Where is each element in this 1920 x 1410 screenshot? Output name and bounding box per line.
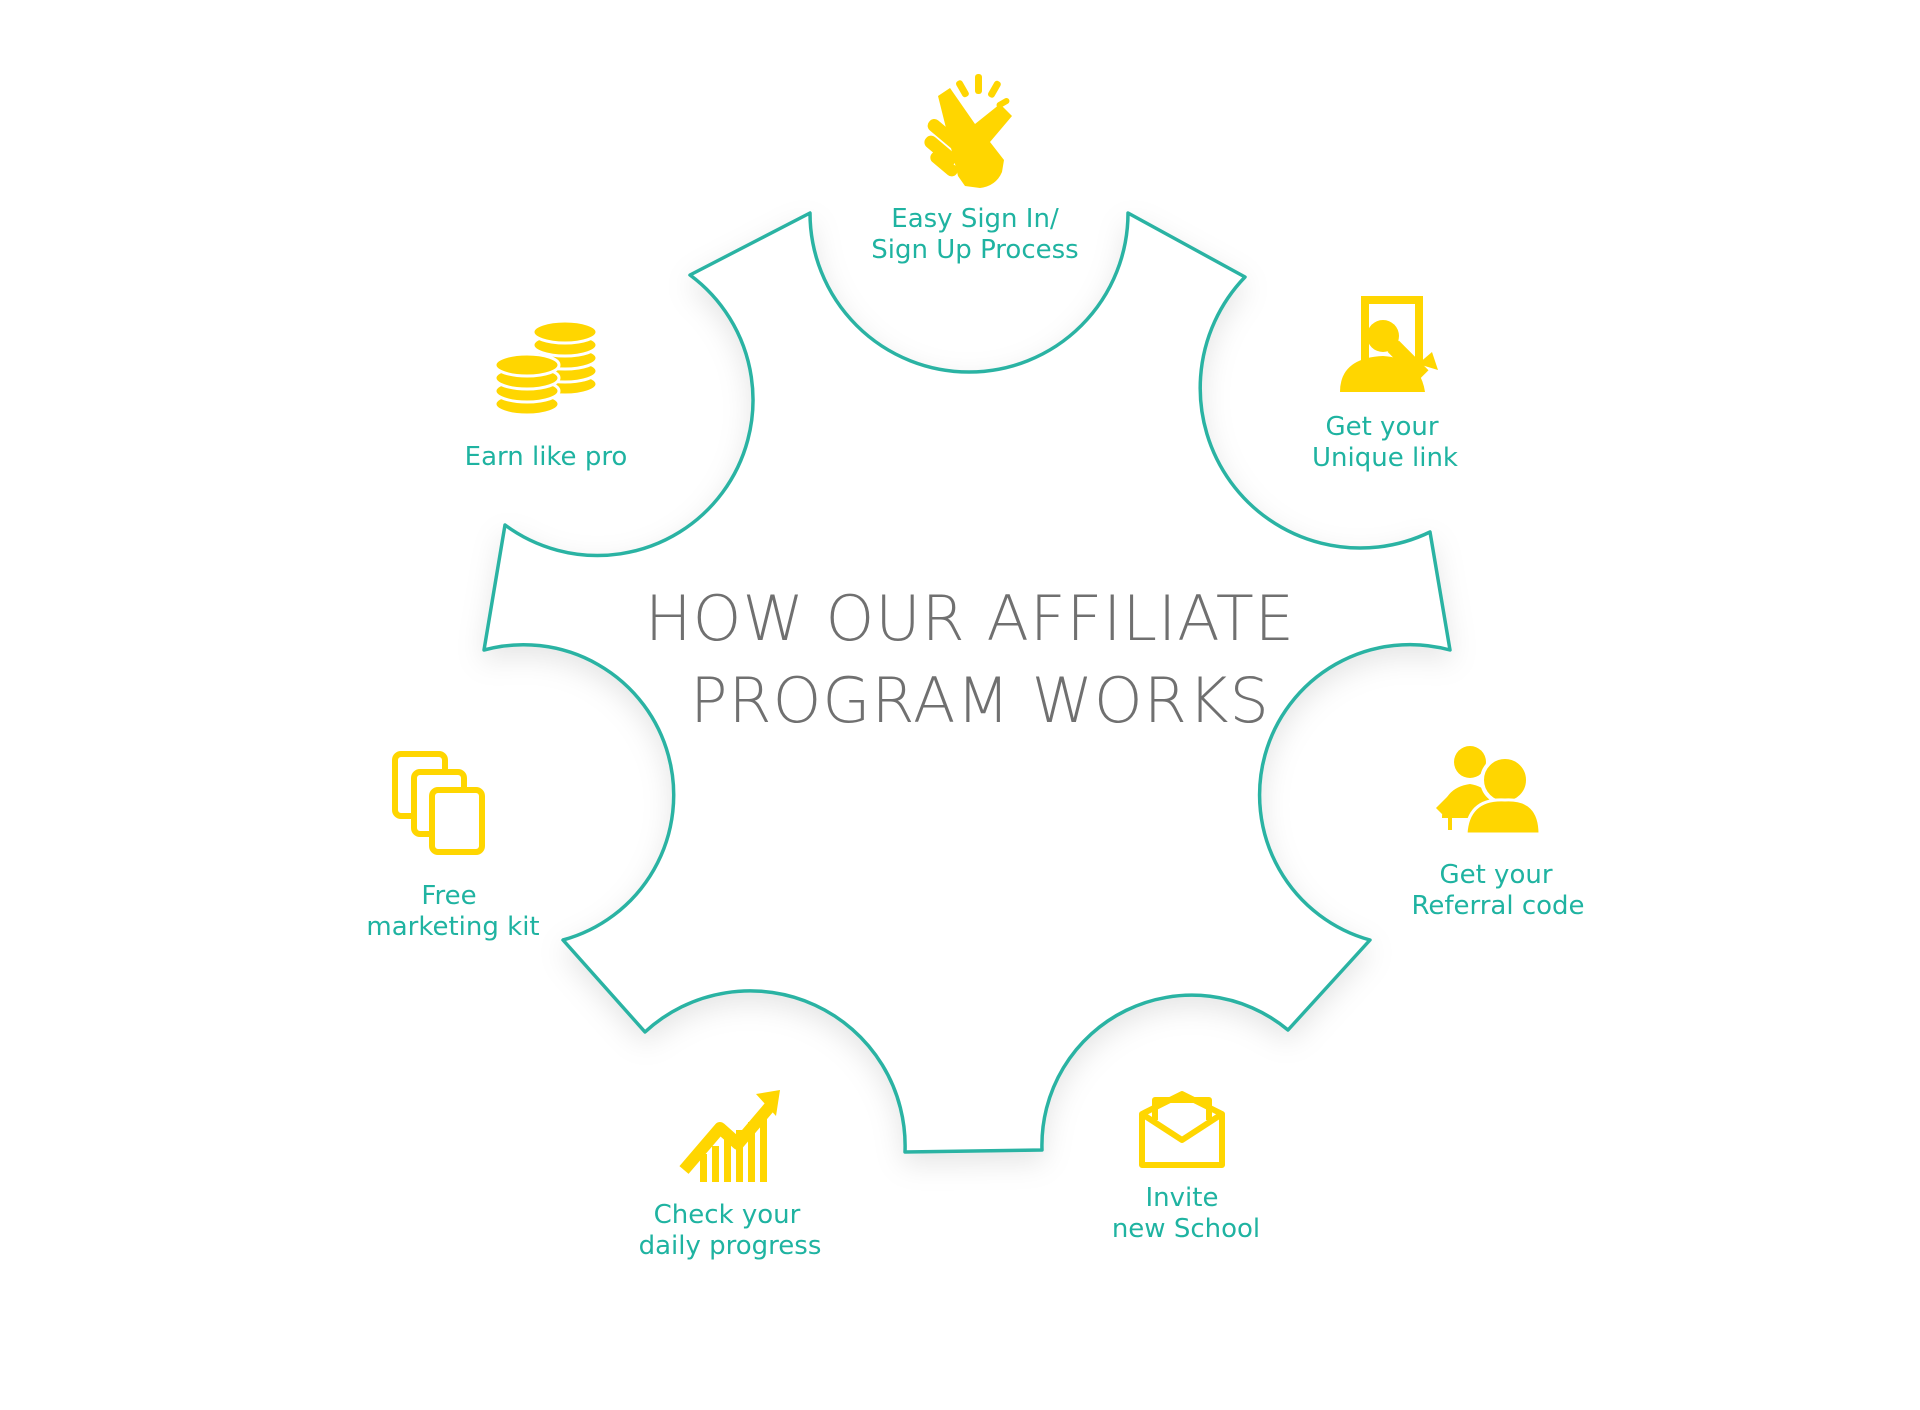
growth-chart-icon — [679, 1090, 780, 1182]
step-referral-code-line2: Referral code — [1411, 891, 1584, 921]
step-referral-code-line1: Get your — [1439, 860, 1552, 890]
step-invite-school: Invite new School — [1112, 1091, 1260, 1244]
step-marketing-kit-line2: marketing kit — [366, 912, 539, 942]
tap-hand-icon — [924, 74, 1012, 188]
referral-users-icon — [1436, 746, 1542, 836]
documents-icon — [392, 751, 485, 855]
step-referral-code: Get your Referral code — [1411, 746, 1585, 921]
step-daily-progress-line2: daily progress — [639, 1231, 822, 1261]
step-earn-like-pro: Earn like pro — [465, 319, 628, 472]
gear-outline — [482, 211, 1452, 1154]
step-unique-link-line1: Get your — [1325, 412, 1438, 442]
step-unique-link: Get your Unique link — [1312, 296, 1458, 473]
step-sign-up-line2: Sign Up Process — [871, 235, 1078, 265]
step-marketing-kit: Free marketing kit — [366, 751, 540, 942]
diagram-title-line2: PROGRAM WORKS — [690, 664, 1270, 737]
step-marketing-kit-line1: Free — [421, 881, 476, 911]
step-unique-link-line2: Unique link — [1312, 443, 1458, 473]
step-sign-up: Easy Sign In/ Sign Up Process — [871, 74, 1079, 265]
step-invite-school-line2: new School — [1112, 1214, 1260, 1244]
step-invite-school-line1: Invite — [1146, 1183, 1219, 1213]
envelope-icon — [1139, 1091, 1225, 1168]
step-sign-up-line1: Easy Sign In/ — [891, 204, 1059, 234]
step-daily-progress-line1: Check your — [654, 1200, 801, 1230]
coins-icon — [493, 319, 599, 417]
unique-link-icon — [1340, 296, 1438, 392]
step-daily-progress: Check your daily progress — [639, 1090, 822, 1261]
diagram-title-line1: HOW OUR AFFILIATE — [645, 582, 1295, 655]
step-earn-like-pro-line1: Earn like pro — [465, 442, 628, 472]
